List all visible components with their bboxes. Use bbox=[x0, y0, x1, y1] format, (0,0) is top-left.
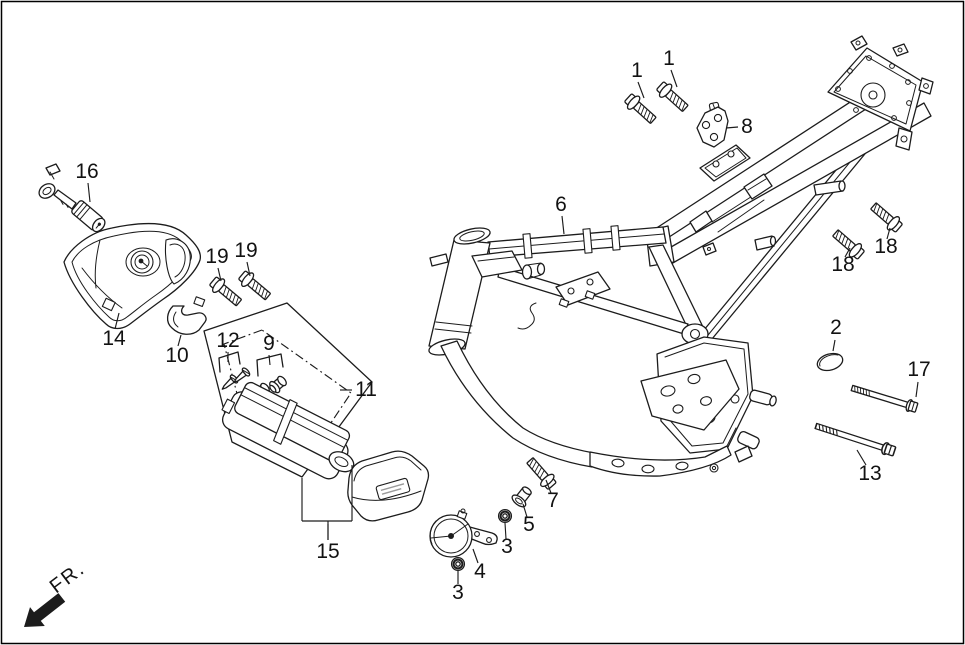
flange-bolt-19b bbox=[235, 267, 274, 304]
part-callout-3-22: 3 bbox=[452, 581, 464, 604]
callout-leader-2-15 bbox=[832, 339, 836, 352]
part-bracket-8 bbox=[696, 101, 729, 148]
part-callout-18-14: 18 bbox=[874, 235, 897, 258]
part-callout-14-7: 14 bbox=[102, 327, 126, 350]
front-direction-label: FR. bbox=[46, 557, 90, 598]
front-direction-marker: FR. bbox=[24, 557, 90, 627]
callout-leader-1-1 bbox=[670, 69, 678, 88]
callout-leader-14-7 bbox=[114, 312, 120, 330]
callout-leader-19-6 bbox=[246, 261, 251, 277]
callout-leader-7-18 bbox=[545, 479, 552, 494]
part-callout-16-3: 16 bbox=[75, 160, 98, 183]
bolt-7 bbox=[523, 454, 560, 493]
callout-leader-6-4 bbox=[561, 215, 565, 235]
part-callout-11-11: 11 bbox=[355, 378, 377, 401]
part-callout-13-17: 13 bbox=[858, 462, 881, 485]
callout-leader-9-10 bbox=[268, 354, 271, 366]
callout-leader-10-8 bbox=[177, 334, 182, 347]
callout-bracket-15 bbox=[301, 465, 353, 540]
part-callout-9-10: 9 bbox=[263, 332, 275, 355]
callout-leader-8-2 bbox=[725, 126, 739, 129]
part-callout-8-2: 8 bbox=[741, 115, 753, 138]
frame-body bbox=[428, 35, 934, 477]
part-callout-1-0: 1 bbox=[631, 59, 643, 82]
part-callout-12-9: 12 bbox=[216, 329, 239, 352]
part-horn bbox=[429, 508, 498, 558]
long-bolt-17 bbox=[849, 381, 919, 415]
part-callout-2-15: 2 bbox=[830, 316, 842, 339]
part-collar-5 bbox=[511, 486, 532, 508]
part-callout-18-13: 18 bbox=[831, 253, 854, 276]
part-callout-19-6: 19 bbox=[234, 239, 257, 262]
long-bolt-13 bbox=[813, 419, 897, 458]
callout-leader-5-19 bbox=[522, 503, 528, 518]
battery-assembly-box bbox=[203, 302, 373, 480]
washer-3b bbox=[450, 556, 466, 572]
part-cap-2 bbox=[816, 352, 844, 372]
part-callout-1-1: 1 bbox=[663, 47, 675, 70]
callout-leader-19-5 bbox=[217, 267, 222, 282]
part-battery-cover bbox=[347, 450, 430, 522]
callout-leader-18-14 bbox=[886, 227, 891, 240]
callout-leader-1-0 bbox=[637, 81, 645, 99]
callout-leader-3-20 bbox=[504, 522, 507, 540]
part-callout-5-19: 5 bbox=[523, 513, 535, 536]
callout-leader-4-21 bbox=[472, 548, 479, 564]
flange-bolt-1b bbox=[653, 78, 692, 116]
part-callout-15-12: 15 bbox=[316, 540, 339, 563]
callout-leader-18-13 bbox=[844, 247, 851, 258]
part-callout-4-21: 4 bbox=[474, 560, 486, 583]
part-callout-10-8: 10 bbox=[165, 344, 188, 367]
washer-3a bbox=[497, 508, 513, 524]
part-ignition-key-set bbox=[38, 163, 106, 233]
flange-bolt-1a bbox=[621, 90, 660, 128]
callout-leader-16-3 bbox=[87, 182, 91, 203]
part-callout-17-16: 17 bbox=[907, 358, 930, 381]
part-side-cover bbox=[63, 222, 202, 330]
callout-leader-17-16 bbox=[915, 381, 919, 398]
flange-bolt-18a bbox=[867, 199, 906, 236]
part-callout-3-20: 3 bbox=[501, 535, 513, 558]
part-cover-bracket bbox=[166, 296, 207, 335]
callout-leader-13-17 bbox=[856, 449, 867, 466]
part-callout-6-4: 6 bbox=[555, 193, 567, 216]
part-callout-7-18: 7 bbox=[547, 489, 559, 512]
part-callout-19-5: 19 bbox=[205, 245, 228, 268]
